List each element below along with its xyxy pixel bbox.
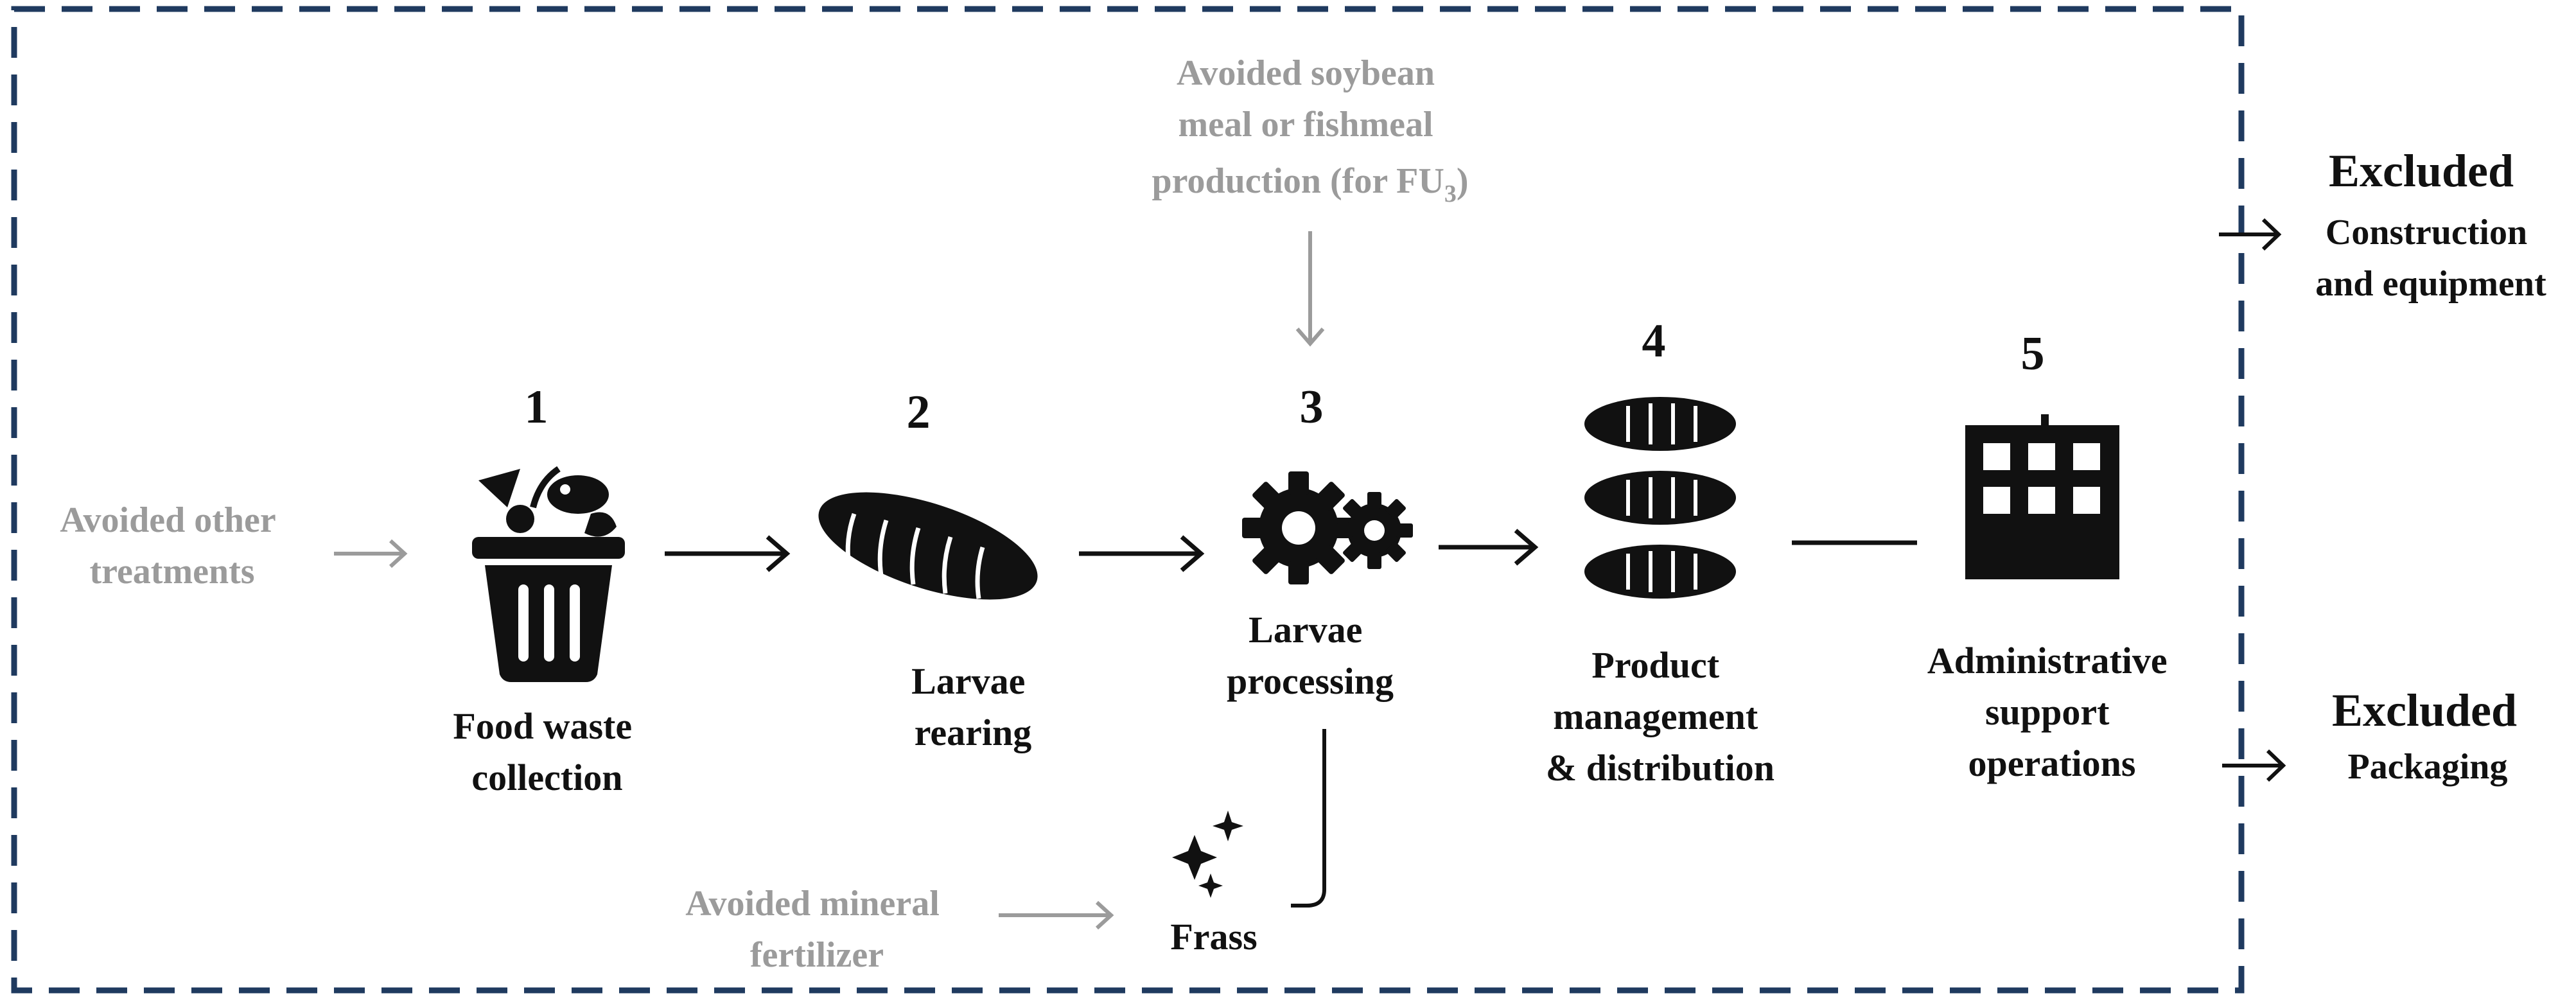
frass-connector-line	[1291, 729, 1326, 908]
step-5-number: 5	[2021, 328, 2045, 380]
avoided-fertilizer-arrow	[999, 900, 1114, 930]
step-2-number: 2	[907, 386, 931, 439]
avoided-protein-arrow	[1295, 231, 1325, 347]
excluded-construction-title: Excluded	[2329, 145, 2514, 197]
office-building-icon	[1965, 414, 2119, 579]
sparkle-icon	[1172, 811, 1243, 898]
larva-icon	[818, 492, 1038, 600]
arrow-step1-to-step2	[665, 535, 791, 572]
excluded-construction-items: Construction and equipment	[2315, 213, 2546, 304]
gears-icon	[1242, 471, 1413, 584]
excluded-packaging-arrow	[2222, 749, 2286, 782]
excluded-packaging-items: Packaging	[2348, 747, 2508, 787]
avoided-other-treatments-label: Avoided other treatments	[60, 500, 284, 592]
excluded-construction-arrow	[2219, 218, 2282, 251]
arrow-step2-to-step3	[1079, 535, 1205, 572]
frass-label: Frass	[1170, 916, 1257, 958]
step-3-label: Larvae processing	[1227, 609, 1394, 702]
step-4-label: Product management & distribution	[1546, 644, 1774, 789]
step-4-number: 4	[1642, 315, 1666, 367]
step-1-label: Food waste collection	[453, 705, 641, 798]
step-5-label: Administrative support operations	[1927, 640, 2177, 784]
step-2-label: Larvae rearing	[911, 660, 1035, 753]
avoided-fertilizer-label: Avoided mineral fertilizer	[685, 884, 949, 975]
avoided-treatments-arrow	[334, 539, 408, 568]
stacked-larvae-icon	[1584, 397, 1736, 599]
waste-bin-icon	[472, 466, 625, 682]
system-boundary	[11, 6, 2245, 994]
excluded-packaging-title: Excluded	[2332, 685, 2517, 736]
step-3-number: 3	[1300, 381, 1324, 434]
arrow-step3-to-step4	[1439, 529, 1539, 566]
step-1-number: 1	[525, 381, 548, 434]
avoided-protein-production-label: Avoided soybean meal or fishmeal product…	[1152, 53, 1469, 207]
